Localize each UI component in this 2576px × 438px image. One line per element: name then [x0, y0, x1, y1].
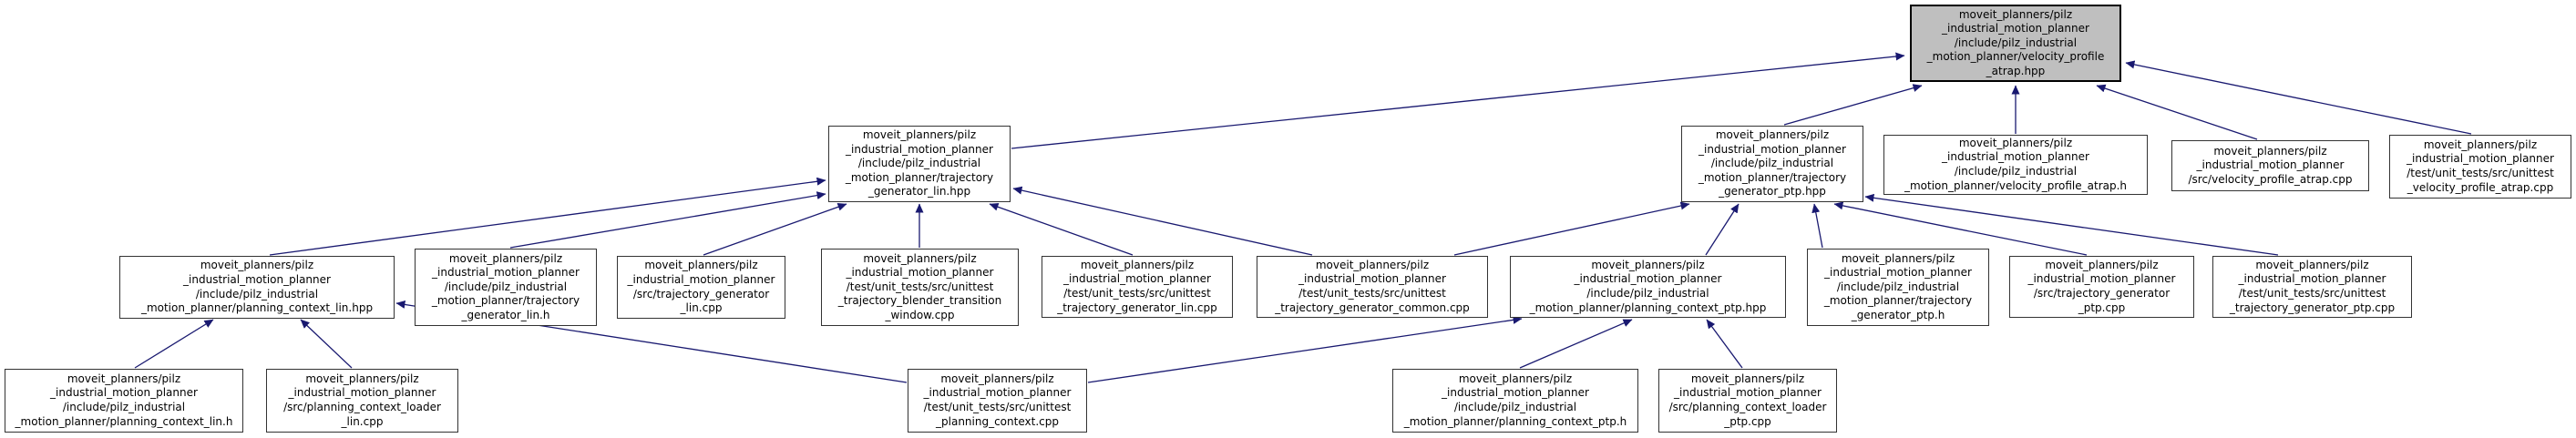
graph-node-planning-context-ptp-h[interactable]: moveit_planners/pilz _industrial_motion_… [1392, 369, 1638, 433]
edge-planning-context-ptp-h-to-planning-context-ptp-hpp [1519, 319, 1633, 369]
graph-node-planning-context-lin-hpp[interactable]: moveit_planners/pilz _industrial_motion_… [119, 256, 395, 319]
graph-node-unittest-trajectory-blender-transition-window-cpp[interactable]: moveit_planners/pilz _industrial_motion_… [821, 249, 1019, 326]
graph-node-src-planning-context-loader-ptp-cpp[interactable]: moveit_planners/pilz _industrial_motion_… [1658, 369, 1837, 433]
edge-src-trajectory-generator-ptp-cpp-to-ptp-hpp [1833, 201, 2088, 256]
edge-trajectory-generator-lin-h-to-lin-hpp [509, 191, 826, 249]
edge-unittest-common-cpp-to-ptp-hpp [1453, 201, 1690, 256]
edge-planning-context-lin-h-to-planning-context-lin-hpp [134, 319, 214, 369]
edge-src-trajectory-generator-lin-cpp-to-lin-hpp [703, 202, 847, 256]
graph-node-src-trajectory-generator-lin-cpp[interactable]: moveit_planners/pilz _industrial_motion_… [617, 256, 785, 319]
graph-node-unittest-velocity-profile-atrap-cpp[interactable]: moveit_planners/pilz _industrial_motion_… [2389, 135, 2571, 199]
graph-node-src-trajectory-generator-ptp-cpp[interactable]: moveit_planners/pilz _industrial_motion_… [2009, 256, 2194, 318]
edge-planning-context-lin-hpp-to-lin-hpp [269, 177, 826, 256]
graph-node-unittest-planning-context-cpp[interactable]: moveit_planners/pilz _industrial_motion_… [908, 369, 1087, 433]
graph-node-src-planning-context-loader-lin-cpp[interactable]: moveit_planners/pilz _industrial_motion_… [266, 369, 458, 433]
edge-src-atrap-cpp-to-root [2096, 84, 2258, 140]
graph-node-trajectory-generator-ptp-hpp[interactable]: moveit_planners/pilz _industrial_motion_… [1681, 126, 1863, 202]
edge-src-loader-lin-cpp-to-planning-context-lin-hpp [300, 319, 353, 369]
edge-unittest-trajectory-generator-ptp-cpp-to-ptp-hpp [1864, 193, 2279, 256]
edge-ptp-hpp-to-root [1783, 84, 1923, 126]
edge-lin-hpp-to-root [1011, 52, 1905, 149]
graph-node-unittest-trajectory-generator-lin-cpp[interactable]: moveit_planners/pilz _industrial_motion_… [1042, 256, 1233, 318]
graph-node-trajectory-generator-ptp-h[interactable]: moveit_planners/pilz _industrial_motion_… [1807, 249, 1989, 326]
edge-unittest-common-cpp-to-lin-hpp [1012, 186, 1313, 256]
graph-node-unittest-trajectory-generator-common-cpp[interactable]: moveit_planners/pilz _industrial_motion_… [1257, 256, 1488, 318]
graph-node-src-velocity-profile-atrap-cpp[interactable]: moveit_planners/pilz _industrial_motion_… [2171, 140, 2369, 191]
graph-node-planning-context-ptp-hpp[interactable]: moveit_planners/pilz _industrial_motion_… [1510, 256, 1786, 318]
edge-planning-context-ptp-hpp-to-ptp-hpp [1705, 203, 1740, 256]
edge-unittest-trajectory-generator-lin-cpp-to-lin-hpp [989, 202, 1134, 256]
edge-src-loader-ptp-cpp-to-planning-context-ptp-hpp [1706, 319, 1743, 369]
edge-unittest-atrap-cpp-to-root [2125, 60, 2472, 135]
graph-node-trajectory-generator-lin-h[interactable]: moveit_planners/pilz _industrial_motion_… [415, 249, 597, 326]
graph-node-planning-context-lin-h[interactable]: moveit_planners/pilz _industrial_motion_… [5, 369, 243, 433]
graph-node-trajectory-generator-lin-hpp[interactable]: moveit_planners/pilz _industrial_motion_… [828, 126, 1011, 202]
graph-node-velocity-profile-atrap-h[interactable]: moveit_planners/pilz _industrial_motion_… [1883, 135, 2148, 195]
edge-unittest-planning-context-cpp-to-planning-context-ptp-hpp [1087, 315, 1523, 383]
graph-node-velocity-profile-atrap-hpp: moveit_planners/pilz _industrial_motion_… [1910, 5, 2121, 82]
edge-trajectory-generator-ptp-h-to-ptp-hpp [1811, 203, 1823, 249]
graph-node-unittest-trajectory-generator-ptp-cpp[interactable]: moveit_planners/pilz _industrial_motion_… [2212, 256, 2412, 318]
